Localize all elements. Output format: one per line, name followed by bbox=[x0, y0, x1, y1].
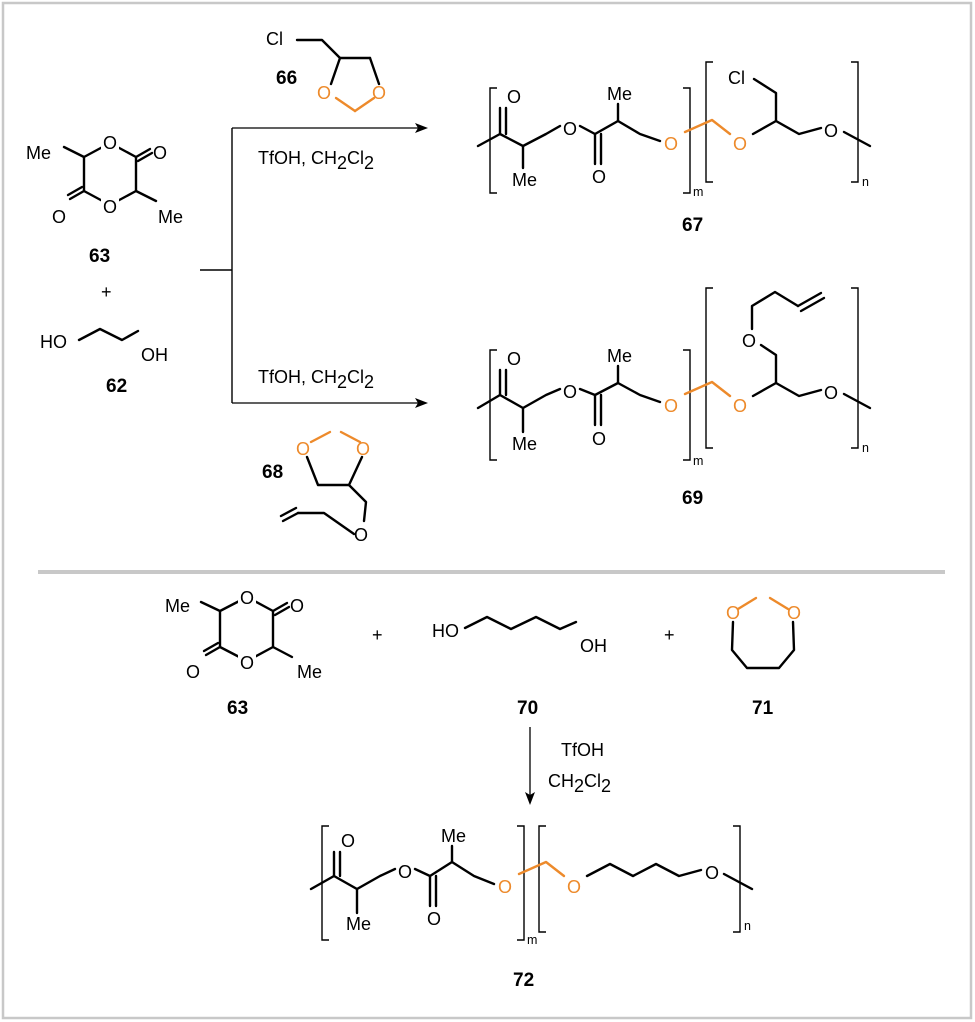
plus-sign-bottom-2: + bbox=[664, 625, 675, 645]
ethylene-glycol-structure bbox=[77, 327, 140, 342]
lactide-b-me-top: Me bbox=[165, 596, 190, 616]
lactide-me-bottom: Me bbox=[158, 207, 183, 227]
o-72-carbonyl-1: O bbox=[341, 831, 355, 851]
lactide-b-o-ring-top: O bbox=[240, 588, 254, 608]
n-72: n bbox=[744, 919, 751, 933]
label-62: 62 bbox=[106, 376, 127, 397]
butanediol-ho: HO bbox=[432, 621, 459, 641]
me-72-1: Me bbox=[346, 914, 371, 934]
me-67-2: Me bbox=[607, 84, 632, 104]
conditions-3-line1: TfOH bbox=[561, 740, 604, 760]
cl-67: Cl bbox=[728, 68, 745, 88]
o-69-ester: O bbox=[563, 382, 577, 402]
o-72-link-2: O bbox=[567, 877, 581, 897]
glycol-oh: OH bbox=[141, 345, 168, 365]
butanediol-oh: OH bbox=[580, 636, 607, 656]
conditions-2: TfOH, CH2Cl2 bbox=[258, 367, 374, 392]
glycol-ho: HO bbox=[40, 332, 67, 352]
lactide-b-o-ring-bottom: O bbox=[240, 653, 254, 673]
o-67-carbonyl-2: O bbox=[592, 167, 606, 187]
label-69: 69 bbox=[682, 488, 703, 509]
label-72: 72 bbox=[513, 970, 534, 991]
o-66-right: O bbox=[372, 83, 386, 103]
o-68-ether: O bbox=[354, 525, 368, 545]
o-68-right: O bbox=[356, 439, 370, 459]
o-69-carbonyl-2: O bbox=[592, 429, 606, 449]
product-69-structure bbox=[476, 287, 872, 461]
branch-connector bbox=[200, 128, 233, 403]
label-68: 68 bbox=[262, 462, 283, 483]
plus-sign-bottom-1: + bbox=[372, 625, 383, 645]
o-71-right: O bbox=[787, 603, 801, 623]
me-72-2: Me bbox=[441, 826, 466, 846]
lactide-b-o-carbonyl-top: O bbox=[290, 596, 304, 616]
label-70: 70 bbox=[517, 698, 538, 719]
product-67-structure bbox=[476, 61, 872, 194]
o-72-carbonyl-2: O bbox=[427, 909, 441, 929]
label-63-top: 63 bbox=[89, 246, 110, 267]
o-69-link-2: O bbox=[733, 396, 747, 416]
allyloxy-dioxolane-structure bbox=[279, 430, 368, 536]
o-67-link-1: O bbox=[664, 134, 678, 154]
o-71-left: O bbox=[726, 603, 740, 623]
o-68-left: O bbox=[296, 439, 310, 459]
cl-66: Cl bbox=[266, 29, 283, 49]
me-69-2: Me bbox=[607, 346, 632, 366]
lactide-structure-bottom bbox=[199, 587, 294, 672]
o-72-link-1: O bbox=[498, 877, 512, 897]
chloromethyl-dioxolane-structure bbox=[295, 38, 381, 113]
conditions-1: TfOH, CH2Cl2 bbox=[258, 148, 374, 173]
m-69: m bbox=[693, 454, 703, 468]
label-66: 66 bbox=[276, 68, 297, 89]
label-71: 71 bbox=[752, 698, 774, 719]
o-66-left: O bbox=[317, 83, 331, 103]
reaction-arrow-2 bbox=[232, 398, 428, 408]
o-72-end: O bbox=[705, 863, 719, 883]
lactide-o-carbonyl-bottom: O bbox=[52, 207, 66, 227]
o-69-carbonyl-1: O bbox=[507, 349, 521, 369]
o-72-ester: O bbox=[398, 862, 412, 882]
me-67-1: Me bbox=[512, 170, 537, 190]
o-67-link-2: O bbox=[733, 134, 747, 154]
m-67: m bbox=[693, 185, 703, 199]
n-67: n bbox=[862, 175, 869, 189]
reaction-arrow-3 bbox=[525, 727, 535, 805]
o-67-ester: O bbox=[563, 119, 577, 139]
label-67: 67 bbox=[682, 215, 703, 236]
product-72-structure bbox=[309, 825, 754, 941]
lactide-o-ring-bottom: O bbox=[103, 197, 117, 217]
o-67-carbonyl-1: O bbox=[507, 87, 521, 107]
lactide-me-top: Me bbox=[26, 143, 51, 163]
plus-sign-top: + bbox=[101, 282, 112, 302]
lactide-b-o-carbonyl-bottom: O bbox=[186, 662, 200, 682]
conditions-3-line2: CH2Cl2 bbox=[548, 771, 611, 796]
me-69-1: Me bbox=[512, 434, 537, 454]
lactide-o-carbonyl-top: O bbox=[153, 143, 167, 163]
o-67-end: O bbox=[824, 121, 838, 141]
lactide-o-ring-top: O bbox=[103, 133, 117, 153]
butanediol-structure bbox=[463, 615, 578, 631]
n-69: n bbox=[862, 441, 869, 455]
dioxepane-structure bbox=[730, 596, 796, 670]
o-69-allyl-ether: O bbox=[742, 331, 756, 351]
label-63-bottom: 63 bbox=[227, 698, 248, 719]
m-72: m bbox=[527, 933, 537, 947]
o-69-link-1: O bbox=[664, 396, 678, 416]
lactide-b-me-bottom: Me bbox=[297, 662, 322, 682]
reaction-arrow-1 bbox=[232, 123, 428, 133]
o-69-end: O bbox=[824, 383, 838, 403]
lactide-structure bbox=[62, 132, 158, 216]
